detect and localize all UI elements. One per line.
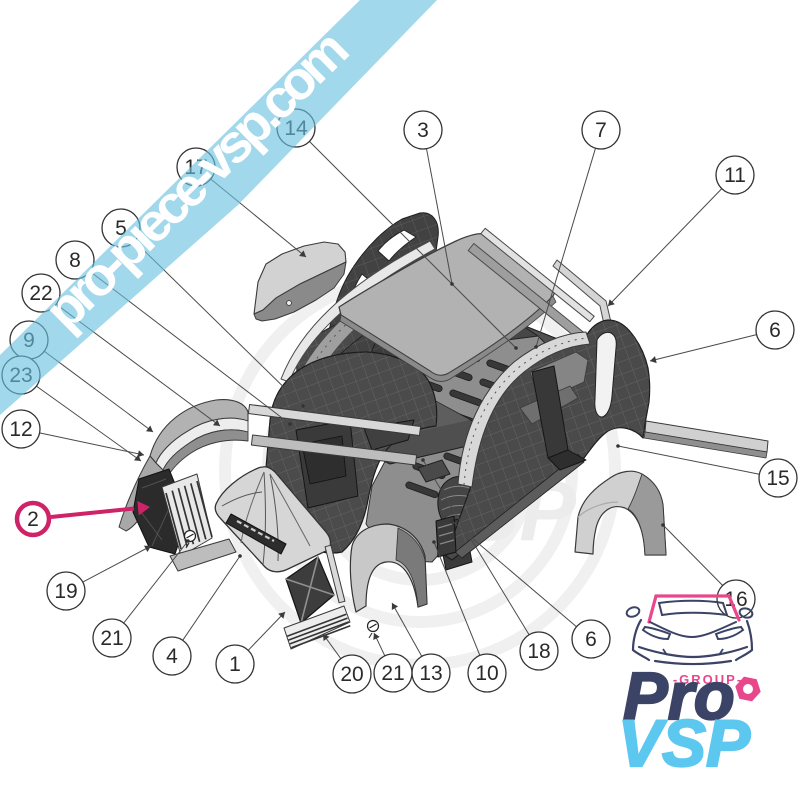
svg-text:5: 5 xyxy=(115,217,127,240)
svg-text:1: 1 xyxy=(229,653,241,676)
svg-text:11: 11 xyxy=(724,164,746,187)
svg-text:VSP: VSP xyxy=(618,706,751,780)
svg-text:2: 2 xyxy=(27,508,39,531)
svg-text:7: 7 xyxy=(595,119,607,142)
svg-text:13: 13 xyxy=(419,662,442,685)
svg-text:3: 3 xyxy=(417,119,429,142)
svg-text:6: 6 xyxy=(769,319,781,342)
svg-text:21: 21 xyxy=(100,627,123,650)
svg-text:8: 8 xyxy=(69,249,81,272)
svg-text:-GROUP-: -GROUP- xyxy=(673,672,743,687)
svg-text:16: 16 xyxy=(724,588,747,611)
svg-text:6: 6 xyxy=(585,628,597,651)
svg-text:21: 21 xyxy=(381,662,404,685)
svg-text:15: 15 xyxy=(766,467,789,490)
svg-text:10: 10 xyxy=(475,662,498,685)
svg-text:12: 12 xyxy=(9,418,32,441)
svg-text:4: 4 xyxy=(166,645,178,668)
svg-text:22: 22 xyxy=(29,282,52,305)
svg-text:20: 20 xyxy=(340,663,363,686)
svg-text:19: 19 xyxy=(54,580,77,603)
svg-text:18: 18 xyxy=(527,640,550,663)
svg-text:Pro: Pro xyxy=(623,659,735,734)
